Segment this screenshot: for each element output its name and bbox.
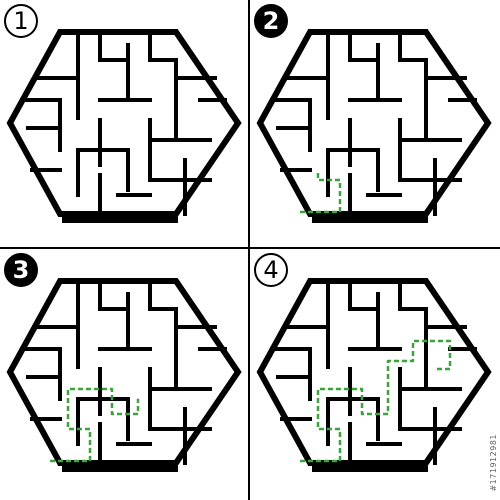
vertical-divider [248, 0, 250, 500]
solution-path [300, 339, 452, 463]
hexagon-maze [6, 29, 242, 223]
maze-outline [6, 278, 242, 466]
panel-step-4: 4 [250, 249, 498, 496]
hexagon-maze [6, 278, 242, 472]
maze-outline [256, 29, 492, 217]
solution-path [300, 172, 342, 214]
solution-path [50, 387, 140, 463]
stock-id-watermark: #171912981 [489, 434, 498, 492]
step-badge: 4 [254, 253, 288, 287]
step-badge: 1 [4, 4, 38, 38]
horizontal-divider [0, 247, 500, 249]
hexagon-maze [256, 29, 492, 223]
panel-step-2: 2 [250, 0, 498, 247]
panel-step-1: 1 [0, 0, 248, 247]
hexagon-maze [256, 278, 492, 472]
step-badge: 3 [4, 253, 38, 287]
maze-outline [256, 278, 492, 466]
step-badge: 2 [254, 4, 288, 38]
maze-outline [6, 29, 242, 217]
panel-step-3: 3 [0, 249, 248, 496]
